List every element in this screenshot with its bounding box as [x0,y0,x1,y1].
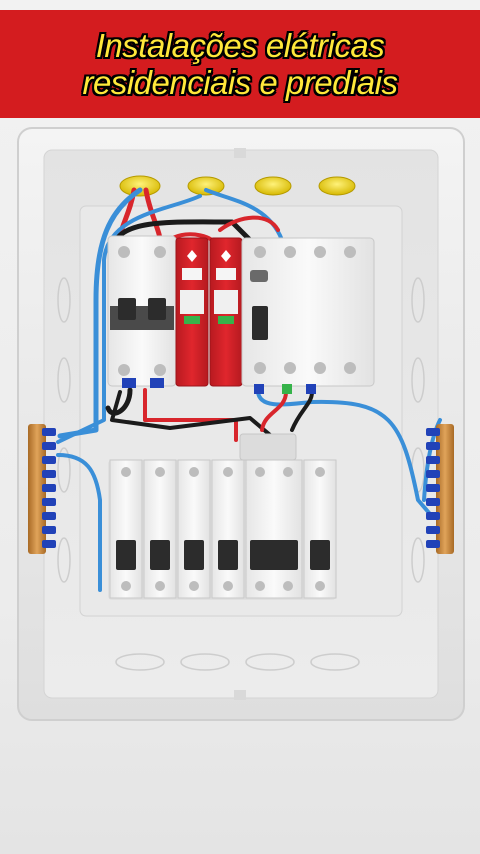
surge-protector-dps [175,237,243,387]
title-line-2: residenciais e prediais [82,64,398,101]
branch-breakers [108,433,337,600]
title-line-1: Instalações elétricas [95,27,385,64]
residual-current-device [241,237,375,394]
title-banner: Instalações elétricas residenciais e pre… [0,10,480,118]
cable-glands [119,175,356,197]
neutral-busbar [28,424,56,554]
main-breaker-2p [107,235,177,388]
ground-busbar [426,424,454,554]
enclosure [17,127,465,721]
